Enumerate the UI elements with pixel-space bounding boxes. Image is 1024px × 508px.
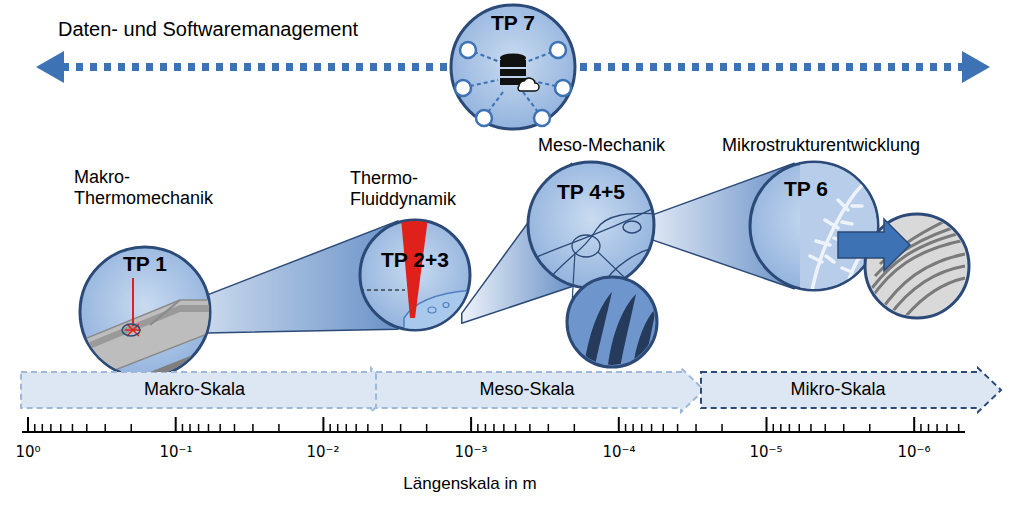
circle-heading: Thermo- Fluiddynamik [350,168,478,210]
workpiece-plate [70,300,230,372]
text-holder: TP 4+5 [526,180,656,205]
text-holder: 10⁻² [306,444,339,462]
text-holder: Makro- Thermomechanik [74,167,224,209]
text-holder: Mikro-Skala [700,379,976,400]
laser-beam [122,278,141,336]
text-holder: 10⁰ [15,444,40,462]
text-holder: TP 7 [449,11,577,36]
axis-tick-label: 10⁰ [15,444,40,462]
scale-band: Meso-Skala [375,367,705,413]
text-holder: Thermo- Fluiddynamik [350,168,478,210]
meso-circle: Meso-MechanikTP 4+5 [526,160,656,290]
grain-boundaries [526,205,660,290]
axis-tick-label: 10⁻³ [454,444,487,462]
database-hub [455,42,571,126]
microstructure-zoom [838,214,969,330]
circle-heading: Mikrostrukturentwicklung [722,135,992,156]
melt-pool [360,218,475,335]
axis-tick-label: 10⁻⁴ [602,444,635,462]
length-axis [22,417,965,432]
scale-label: Meso-Skala [375,379,679,400]
circle-heading: Makro- Thermomechanik [74,167,224,209]
text-holder: TP 6 [764,177,848,202]
axis-tick-label: 10⁻⁵ [749,444,782,462]
detail-zoom [567,252,657,368]
text-holder: Längenskala in m [403,474,536,494]
section-title: Daten- und Softwaremanagement [58,18,358,42]
text-holder: TP 1 [78,252,212,277]
circle-outline [526,160,656,290]
text-holder: 10⁻⁵ [749,444,782,462]
axis-tick-label: 10⁻² [306,444,339,462]
scale-band: Makro-Skala [20,367,395,413]
subproject-label: TP 7 [449,11,577,36]
text-holder: 10⁻⁶ [897,444,930,462]
text-holder: 10⁻¹ [159,444,192,462]
text-holder: 10⁻³ [454,444,487,462]
text-holder: Meso-Mechanik [538,135,708,156]
subproject-label: TP 6 [764,177,848,202]
text-holder: Meso-Skala [375,379,679,400]
text-holder: 10⁻⁴ [602,444,635,462]
text-holder: Makro-Skala [20,379,369,400]
circle-heading: Meso-Mechanik [538,135,708,156]
scale-label: Makro-Skala [20,379,369,400]
text-holder: Mikrostrukturentwicklung [722,135,992,156]
subproject-label: TP 2+3 [358,248,472,273]
axis-tick-label: 10⁻⁶ [897,444,930,462]
scale-label: Mikro-Skala [700,379,976,400]
text-holder: TP 2+3 [358,248,472,273]
subproject-label: TP 4+5 [526,180,656,205]
scale-band: Mikro-Skala [700,367,1002,413]
subproject-label: TP 1 [78,252,212,277]
text-holder: Daten- und Softwaremanagement [58,18,358,42]
axis-title: Längenskala in m [403,474,536,494]
axis-tick-label: 10⁻¹ [159,444,192,462]
